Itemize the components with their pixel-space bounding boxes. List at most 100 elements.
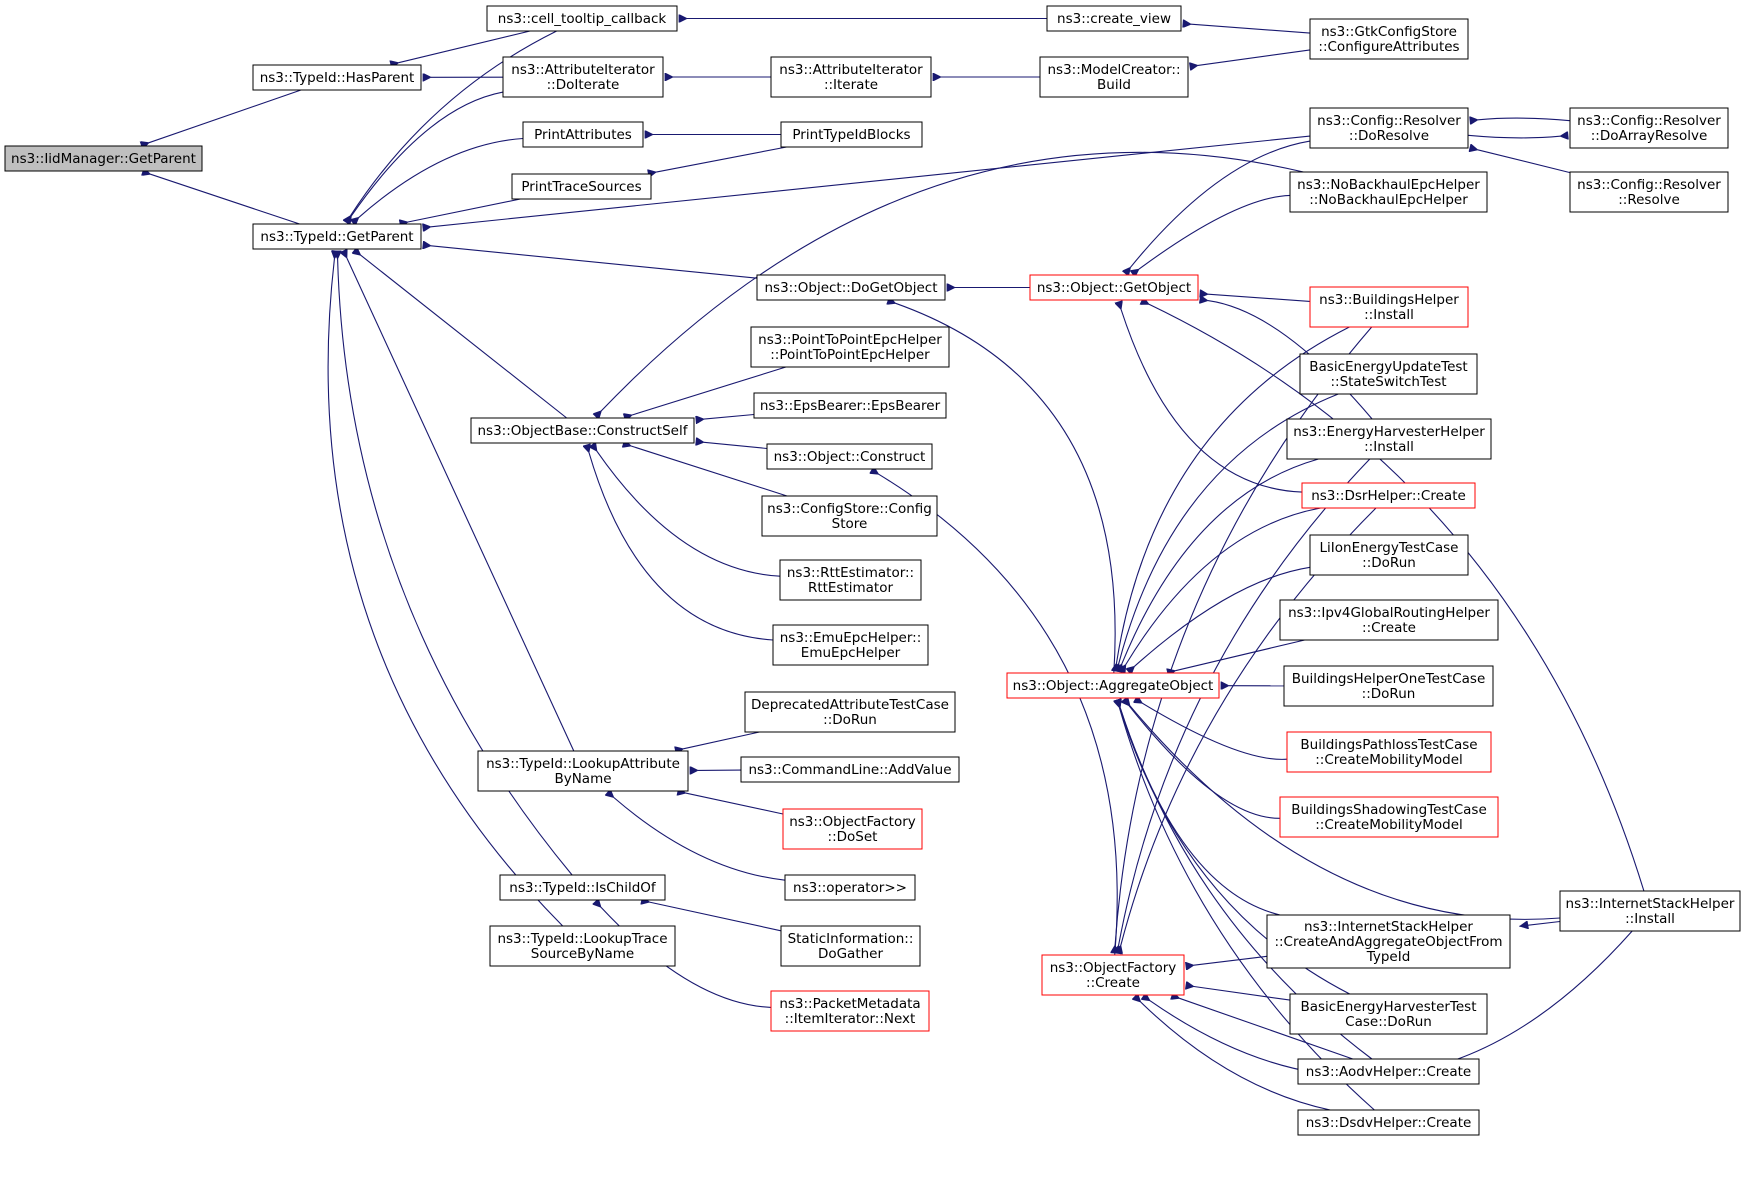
node-print-trace[interactable]: PrintTraceSources: [511, 173, 652, 200]
node-modelcreator-build[interactable]: ns3::ModelCreator::Build: [1039, 56, 1189, 98]
node-label: BuildingsShadowingTestCase: [1291, 802, 1487, 818]
node-internet-create-agg[interactable]: ns3::InternetStackHelper::CreateAndAggre…: [1266, 914, 1511, 969]
edge-objbase_construct-nobackhaul: [601, 151, 1304, 410]
node-label: ::Install: [1625, 911, 1675, 927]
node-cmdline-addvalue[interactable]: ns3::CommandLine::AddValue: [740, 756, 960, 783]
node-harvester-install[interactable]: ns3::EnergyHarvesterHelper::Install: [1286, 418, 1492, 460]
node-box: [770, 990, 930, 1032]
node-eps-bearer[interactable]: ns3::EpsBearer::EpsBearer: [753, 392, 947, 419]
node-dsr-create[interactable]: ns3::DsrHelper::Create: [1301, 482, 1476, 509]
node-cfg-doarray[interactable]: ns3::Config::Resolver::DoArrayResolve: [1569, 107, 1729, 149]
node-label: ns3::AttributeIterator: [511, 62, 655, 78]
node-label: ::CreateAndAggregateObjectFrom: [1274, 934, 1502, 950]
node-label: ns3::create_view: [1057, 11, 1171, 27]
node-lilon-dorun[interactable]: LiIonEnergyTestCase::DoRun: [1309, 534, 1469, 576]
node-obj-dogetobject[interactable]: ns3::Object::DoGetObject: [756, 274, 946, 301]
node-box: [772, 624, 929, 666]
node-label: ns3::cell_tooltip_callback: [498, 11, 667, 27]
node-box: [784, 874, 916, 901]
node-label: ns3::InternetStackHelper: [1566, 896, 1735, 912]
node-label: ::DoRun: [1362, 555, 1416, 571]
node-label: ::DoArrayResolve: [1591, 128, 1708, 144]
node-label: EmuEpcHelper: [801, 645, 901, 661]
node-gtk-configure[interactable]: ns3::GtkConfigStore::ConfigureAttributes: [1309, 18, 1469, 60]
node-label: RttEstimator: [808, 580, 894, 596]
node-ischildof[interactable]: ns3::TypeId::IsChildOf: [499, 874, 666, 901]
node-operator-rshift[interactable]: ns3::operator>>: [784, 874, 916, 901]
node-bldg-one-dorun[interactable]: BuildingsHelperOneTestCase::DoRun: [1283, 665, 1494, 707]
node-box: [1309, 107, 1469, 149]
node-p2p-epc[interactable]: ns3::PointToPointEpcHelper::PointToPoint…: [750, 326, 950, 368]
node-box: [782, 808, 923, 850]
edge-lookup_attr-objfactory_doset: [686, 793, 784, 815]
edge-internet_create_agg-internet_install: [1520, 922, 1561, 927]
node-obj-aggregate[interactable]: ns3::Object::AggregateObject: [1006, 672, 1220, 699]
node-emu-epc[interactable]: ns3::EmuEpcHelper::EmuEpcHelper: [772, 624, 929, 666]
node-box: [1309, 286, 1469, 328]
node-print-blocks[interactable]: PrintTypeIdBlocks: [780, 121, 923, 148]
node-label: ns3::Object::GetObject: [1037, 280, 1191, 296]
node-label: ::CreateMobilityModel: [1315, 752, 1463, 768]
node-packet-next[interactable]: ns3::PacketMetadata::ItemIterator::Next: [770, 990, 930, 1032]
node-objfactory-doset[interactable]: ns3::ObjectFactory::DoSet: [782, 808, 923, 850]
node-obj-getobject[interactable]: ns3::Object::GetObject: [1029, 274, 1199, 301]
node-rtt-estimator[interactable]: ns3::RttEstimator::RttEstimator: [779, 559, 922, 601]
node-objbase-construct[interactable]: ns3::ObjectBase::ConstructSelf: [470, 417, 695, 444]
node-static-gather[interactable]: StaticInformation::DoGather: [780, 925, 921, 967]
node-label: ::Install: [1364, 439, 1414, 455]
edge-obj_aggregate-bldg_pathloss: [1142, 703, 1288, 760]
node-configstore[interactable]: ns3::ConfigStore::ConfigStore: [761, 495, 938, 537]
node-buildings-install[interactable]: ns3::BuildingsHelper::Install: [1309, 286, 1469, 328]
node-create-view[interactable]: ns3::create_view: [1046, 5, 1182, 32]
node-dsdv-create[interactable]: ns3::DsdvHelper::Create: [1297, 1109, 1480, 1136]
node-label: PrintTraceSources: [521, 179, 641, 195]
node-box: [470, 417, 695, 444]
node-objfactory-create[interactable]: ns3::ObjectFactory::Create: [1041, 954, 1185, 996]
node-ipv4-create[interactable]: ns3::Ipv4GlobalRoutingHelper::Create: [1279, 599, 1499, 641]
edge-obj_aggregate-buildings_install: [1117, 326, 1350, 663]
node-typeid-getparent[interactable]: ns3::TypeId::GetParent: [252, 223, 422, 250]
edge-hasparent-cell_tooltip: [399, 30, 531, 63]
node-label: ::ConfigureAttributes: [1318, 39, 1459, 55]
node-aodv-create[interactable]: ns3::AodvHelper::Create: [1297, 1058, 1480, 1085]
node-attr-iterate[interactable]: ns3::AttributeIterator::Iterate: [770, 56, 932, 98]
node-cfg-resolve[interactable]: ns3::Config::Resolver::Resolve: [1569, 171, 1729, 213]
node-internet-install[interactable]: ns3::InternetStackHelper::Install: [1559, 890, 1741, 932]
node-hasparent[interactable]: ns3::TypeId::HasParent: [252, 64, 422, 91]
edge-objbase_construct-configstore: [631, 446, 788, 497]
node-box: [780, 925, 921, 967]
node-cell-tooltip[interactable]: ns3::cell_tooltip_callback: [486, 5, 678, 32]
node-obj-construct[interactable]: ns3::Object::Construct: [766, 443, 933, 470]
node-print-attributes[interactable]: PrintAttributes: [522, 121, 644, 148]
edge-typeid_getparent-lookup_attr: [347, 258, 575, 752]
edge-ischildof-static_gather: [650, 902, 782, 932]
node-box: [4, 145, 203, 172]
node-label: ns3::EnergyHarvesterHelper: [1293, 424, 1485, 440]
node-bldg-pathloss[interactable]: BuildingsPathlossTestCase::CreateMobilit…: [1286, 731, 1492, 773]
node-box: [744, 691, 956, 733]
edge-typeid_getparent-lookup_trace: [327, 259, 564, 927]
node-label: Store: [832, 516, 868, 532]
node-label: Build: [1097, 77, 1131, 93]
edge-obj_getobject-buildings_install: [1208, 294, 1311, 302]
node-box: [1266, 914, 1511, 969]
node-deprecated-dorun[interactable]: DeprecatedAttributeTestCase::DoRun: [744, 691, 956, 733]
node-box: [753, 392, 947, 419]
node-bldg-shadowing[interactable]: BuildingsShadowingTestCase::CreateMobili…: [1279, 796, 1499, 838]
node-nobackhaul[interactable]: ns3::NoBackhaulEpcHelper::NoBackhaulEpcH…: [1289, 171, 1488, 213]
node-basic-update-test[interactable]: BasicEnergyUpdateTest::StateSwitchTest: [1299, 353, 1478, 395]
edge-objfactory_create-dsdv_create: [1141, 1002, 1331, 1111]
node-box: [1286, 731, 1492, 773]
node-label: ::Create: [1362, 620, 1416, 636]
edge-objfactory_create-basic_harvester_dorun: [1194, 987, 1291, 1001]
node-attr-doiterate[interactable]: ns3::AttributeIterator::DoIterate: [502, 56, 664, 98]
node-iid-getparent[interactable]: ns3::IidManager::GetParent: [4, 145, 203, 172]
node-label: ns3::ModelCreator::: [1047, 62, 1180, 78]
node-layer: ns3::IidManager::GetParent ns3::TypeId::H…: [4, 5, 1741, 1136]
node-cfg-doresolve[interactable]: ns3::Config::Resolver::DoResolve: [1309, 107, 1469, 149]
node-label: ns3::Config::Resolver: [1317, 113, 1461, 129]
node-label: ByName: [554, 771, 611, 787]
